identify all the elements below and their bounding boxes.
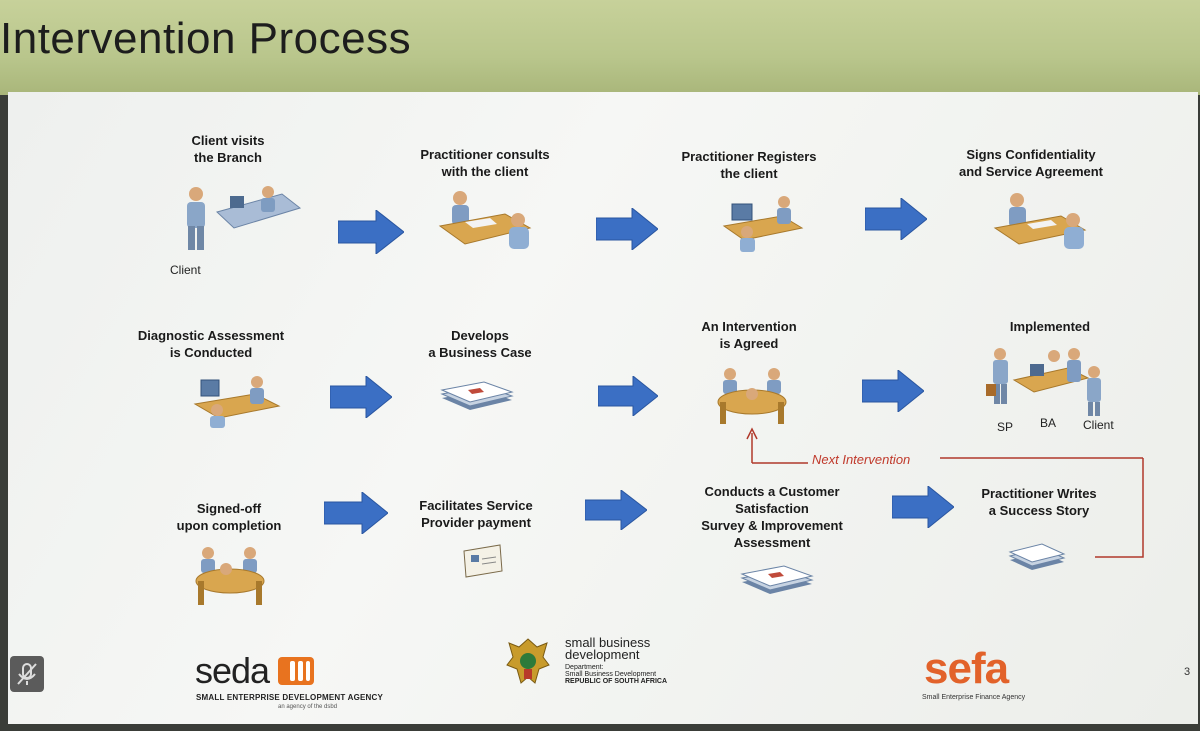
- flow-arrow-7: [324, 492, 388, 534]
- flow-arrow-5: [598, 376, 658, 416]
- step-label-line: An Intervention: [701, 319, 797, 334]
- flow-arrow-4: [330, 376, 392, 418]
- next-intervention-connector: [746, 427, 1144, 558]
- success-story-documents-icon: [1008, 543, 1066, 570]
- step-label-line: Assessment: [733, 535, 811, 550]
- step-label-line: a Business Case: [428, 345, 532, 360]
- flow-arrow-9: [892, 486, 954, 528]
- step-label-line: upon completion: [176, 518, 282, 533]
- next-intervention-label: Next Intervention: [812, 452, 911, 467]
- sefa-logo-word: sefa: [924, 644, 1009, 693]
- sefa-logo-fullname: Small Enterprise Finance Agency: [922, 694, 1026, 701]
- step-label-signs-agreement: Signs Confidentiality and Service Agreeme…: [931, 146, 1131, 180]
- mute-microphone-button[interactable]: [10, 656, 44, 692]
- step-label-line: Client visits: [191, 133, 265, 148]
- slide-page-number: 3: [1184, 666, 1191, 678]
- step-label-line: is Agreed: [719, 336, 779, 351]
- step-label-success-story: Practitioner Writes a Success Story: [939, 485, 1139, 519]
- slide-title-bar: [0, 0, 1200, 95]
- step-label-line: with the client: [441, 164, 529, 179]
- step-label-registers: Practitioner Registers the client: [649, 148, 849, 182]
- seda-logo-fullname: SMALL ENTERPRISE DEVELOPMENT AGENCY: [196, 693, 384, 702]
- sbd-line-development: development: [565, 647, 640, 662]
- step-label-line: Practitioner consults: [420, 147, 550, 162]
- payment-card-icon: [463, 544, 503, 578]
- business-case-documents-icon: [440, 381, 514, 410]
- step-label-consults: Practitioner consults with the client: [385, 146, 585, 180]
- step-label-business-case: Develops a Business Case: [380, 327, 580, 361]
- coat-of-arms-logo: [506, 638, 550, 684]
- step-label-line: the client: [720, 166, 778, 181]
- seda-logo-tagline: an agency of the dsbd: [278, 704, 338, 710]
- client-label: Client: [170, 263, 201, 277]
- step-label-line: Survey & Improvement: [701, 518, 843, 533]
- flow-arrow-3: [865, 198, 927, 240]
- mic-off-icon: [17, 663, 37, 685]
- step-label-implemented: Implemented: [950, 318, 1150, 335]
- registration-icon: [722, 196, 804, 252]
- step-label-diagnostic: Diagnostic Assessment is Conducted: [111, 327, 311, 361]
- flow-arrow-2: [596, 208, 658, 250]
- page-title: Intervention Process: [0, 14, 412, 63]
- survey-documents-icon: [740, 565, 814, 594]
- intervention-meeting-icon: [717, 368, 787, 424]
- signed-off-meeting-icon: [195, 547, 265, 605]
- step-label-line: Diagnostic Assessment: [137, 328, 285, 343]
- step-label-line: Conducts a Customer: [704, 484, 840, 499]
- agreement-signing-icon: [993, 193, 1087, 249]
- step-label-line: Facilitates Service: [419, 498, 533, 513]
- client-at-branch-icon: [187, 186, 302, 250]
- step-label-intervention-agreed: An Intervention is Agreed: [649, 318, 849, 352]
- seda-logo-word: seda: [195, 650, 270, 691]
- role-label-client: Client: [1083, 418, 1114, 432]
- sbd-line-small-business: small business: [565, 635, 651, 650]
- consultation-icon: [438, 191, 532, 249]
- step-label-line: Practitioner Registers: [681, 149, 817, 164]
- seda-logo-mark: [278, 657, 314, 685]
- step-label-line: Satisfaction: [735, 501, 809, 516]
- step-label-client-visits: Client visits the Branch: [128, 132, 328, 166]
- flow-arrow-8: [585, 490, 647, 530]
- step-label-line: Implemented: [1009, 319, 1091, 334]
- step-label-line: and Service Agreement: [958, 164, 1104, 179]
- step-label-line: Signed-off: [196, 501, 262, 516]
- step-label-signed-off: Signed-off upon completion: [129, 500, 329, 534]
- role-label-ba: BA: [1040, 416, 1057, 430]
- flow-arrow-1: [338, 210, 404, 254]
- sbd-department-name: Small Business Development: [565, 671, 657, 678]
- step-label-line: Provider payment: [421, 515, 531, 530]
- step-label-line: Signs Confidentiality: [966, 147, 1096, 162]
- implementation-team-icon: [986, 348, 1101, 416]
- diagnostic-assessment-icon: [193, 376, 281, 428]
- sbd-republic: REPUBLIC OF SOUTH AFRICA: [565, 678, 668, 685]
- role-label-sp: SP: [997, 420, 1014, 434]
- step-label-line: a Success Story: [988, 503, 1090, 518]
- step-label-line: Practitioner Writes: [981, 486, 1097, 501]
- flow-arrow-6: [862, 370, 924, 412]
- step-label-line: the Branch: [194, 150, 262, 165]
- step-label-line: is Conducted: [169, 345, 253, 360]
- sbd-department-label: Department:: [565, 664, 604, 671]
- step-label-line: Develops: [451, 328, 509, 343]
